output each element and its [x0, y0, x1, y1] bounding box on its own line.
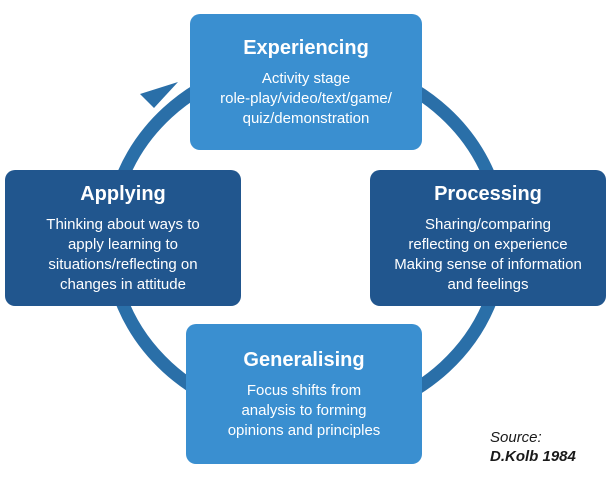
- stage-title: Applying: [80, 182, 166, 205]
- stage-description-line: opinions and principles: [227, 421, 381, 439]
- source-label: Source:: [490, 429, 542, 446]
- stage-description-line: situations/reflecting on: [48, 255, 198, 273]
- stage-description-line: apply learning to: [67, 235, 179, 253]
- cycle-arrow-icon: [140, 82, 178, 108]
- stage-description-line: and feelings: [447, 275, 529, 293]
- stage-description-line: analysis to forming: [241, 401, 367, 419]
- stage-title: Generalising: [243, 348, 365, 371]
- stage-title: Experiencing: [243, 36, 369, 59]
- stage-description-line: role-play/video/text/game/: [220, 89, 392, 107]
- stage-description-line: changes in attitude: [60, 275, 186, 293]
- stage-description-line: Sharing/comparing: [425, 215, 551, 233]
- stage-description-line: Activity stage: [261, 69, 351, 87]
- stage-description-line: Thinking about ways to: [46, 215, 200, 233]
- stage-generalising: Generalising Focus shifts from analysis …: [186, 324, 422, 464]
- stage-description-line: quiz/demonstration: [242, 109, 370, 127]
- stage-description-line: Focus shifts from: [246, 381, 362, 399]
- stage-applying: Applying Thinking about ways to apply le…: [5, 170, 241, 306]
- stage-description-line: reflecting on experience: [408, 235, 568, 253]
- stage-experiencing: Experiencing Activity stage role-play/vi…: [190, 14, 422, 150]
- stage-processing: Processing Sharing/comparing reflecting …: [370, 170, 606, 306]
- source-citation: Source: D.Kolb 1984: [490, 428, 576, 466]
- stage-title: Processing: [434, 182, 542, 205]
- stage-description-line: Making sense of information: [394, 255, 582, 273]
- source-author: D.Kolb 1984: [490, 448, 576, 465]
